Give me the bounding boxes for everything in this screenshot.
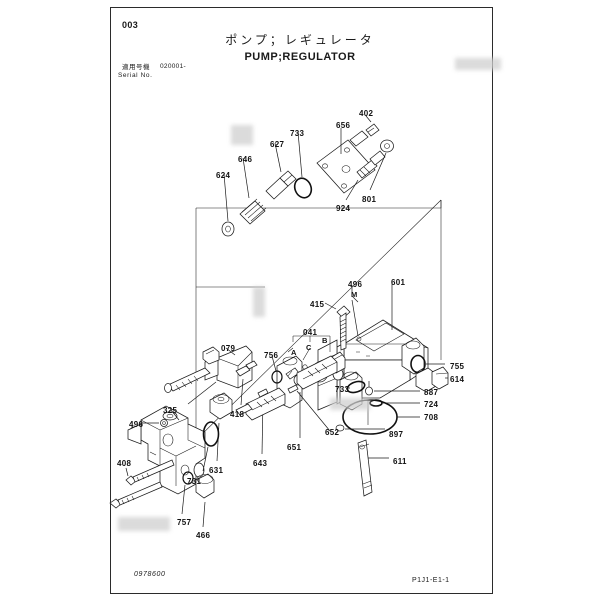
part-496-marker-upper bbox=[352, 286, 361, 341]
part-418-bolt bbox=[236, 361, 257, 405]
callout-924: 924 bbox=[336, 204, 351, 213]
serial-label-japanese: 適用号機 bbox=[122, 63, 150, 71]
callout-656: 656 bbox=[336, 121, 351, 130]
serial-label-english: Serial No. bbox=[118, 72, 153, 79]
callout-631: 631 bbox=[209, 466, 224, 475]
part-408-bolts bbox=[110, 460, 174, 508]
part-415-long-bolt bbox=[325, 303, 350, 350]
part-755-oring bbox=[411, 356, 445, 373]
callout-614: 614 bbox=[450, 375, 465, 384]
callout-887: 887 bbox=[424, 388, 439, 397]
callout-652: 652 bbox=[325, 428, 340, 437]
callout-646: 646 bbox=[238, 155, 253, 164]
callout-041: 041 bbox=[303, 328, 318, 337]
part-402-bolt bbox=[350, 116, 379, 146]
part-611-strap bbox=[358, 440, 389, 496]
part-801-nut bbox=[370, 140, 394, 190]
sub-label-M: M bbox=[351, 290, 358, 299]
callout-755: 755 bbox=[450, 362, 465, 371]
part-656-cover-plate bbox=[317, 128, 375, 193]
section-boundary-parallelogram bbox=[196, 200, 441, 440]
redaction-mark bbox=[455, 58, 501, 70]
callout-402: 402 bbox=[359, 109, 374, 118]
callout-801: 801 bbox=[362, 195, 377, 204]
callout-408: 408 bbox=[117, 459, 132, 468]
page-border bbox=[110, 7, 493, 594]
callout-624: 624 bbox=[216, 171, 231, 180]
sub-label-C: C bbox=[306, 343, 312, 352]
part-733-oring-upper bbox=[292, 132, 314, 200]
part-651-tube-left bbox=[236, 388, 285, 420]
part-731-oring bbox=[203, 422, 219, 471]
part-897-pin bbox=[336, 425, 385, 431]
callout-733: 733 bbox=[335, 385, 350, 394]
callout-325: 325 bbox=[163, 406, 178, 415]
callout-733: 733 bbox=[290, 129, 305, 138]
sub-label-A: A bbox=[291, 348, 297, 357]
callout-611: 611 bbox=[393, 457, 407, 466]
part-079-solenoid bbox=[165, 346, 253, 404]
callout-651: 651 bbox=[287, 443, 302, 452]
part-887-plug bbox=[366, 381, 421, 395]
callout-627: 627 bbox=[270, 140, 285, 149]
callout-601: 601 bbox=[391, 278, 406, 287]
part-756-oring bbox=[272, 356, 282, 383]
callout-643: 643 bbox=[253, 459, 268, 468]
sub-label-B: B bbox=[322, 336, 328, 345]
callout-756: 756 bbox=[264, 351, 279, 360]
part-757-oring bbox=[182, 472, 193, 514]
sheet-code: P1J1-E1-1 bbox=[412, 577, 450, 584]
page-title-english: PUMP;REGULATOR bbox=[244, 51, 356, 63]
part-496-marker-lower bbox=[141, 420, 168, 427]
callout-897: 897 bbox=[389, 430, 404, 439]
redaction-mark bbox=[118, 517, 170, 531]
callout-418: 418 bbox=[230, 410, 245, 419]
callout-415: 415 bbox=[310, 300, 325, 309]
callout-757: 757 bbox=[177, 518, 192, 527]
part-924-screw bbox=[346, 151, 385, 200]
callout-724: 724 bbox=[424, 400, 439, 409]
part-466-plug bbox=[196, 474, 214, 527]
callout-731: 731 bbox=[187, 477, 202, 486]
redaction-mark bbox=[330, 398, 370, 410]
callout-496: 496 bbox=[129, 420, 144, 429]
part-652-pin bbox=[288, 385, 330, 431]
callout-466: 466 bbox=[196, 531, 211, 540]
callout-708: 708 bbox=[424, 413, 439, 422]
callout-496: 496 bbox=[348, 280, 363, 289]
redaction-mark bbox=[253, 287, 265, 317]
document-code: 0978600 bbox=[134, 571, 166, 578]
part-651-sleeve bbox=[297, 356, 337, 438]
part-708-large-oring bbox=[343, 400, 420, 434]
part-041-group-bracket bbox=[288, 336, 330, 360]
part-631-cap bbox=[210, 393, 232, 461]
serial-number-value: 020001- bbox=[160, 63, 186, 70]
page-number: 003 bbox=[122, 20, 139, 30]
callout-079: 079 bbox=[221, 344, 236, 353]
redaction-mark bbox=[231, 125, 253, 145]
part-624-washer bbox=[222, 174, 234, 236]
part-733-oring-lower bbox=[346, 379, 366, 394]
part-646-spring-sleeve bbox=[240, 158, 266, 224]
page-title-japanese: ポンプ；レギュレータ bbox=[225, 33, 375, 47]
part-614-fitting bbox=[416, 367, 448, 392]
part-627-plug bbox=[266, 143, 296, 199]
